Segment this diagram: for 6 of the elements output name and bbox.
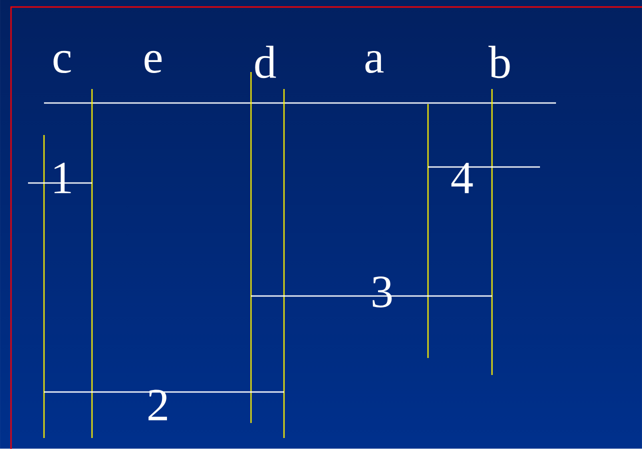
letter-label: a <box>365 50 384 74</box>
letter-label: c <box>54 50 71 74</box>
letter-label: b <box>488 46 510 78</box>
letter-label: 4 <box>451 162 473 194</box>
letter-label: e <box>144 50 162 74</box>
letter-label: d <box>255 46 276 78</box>
